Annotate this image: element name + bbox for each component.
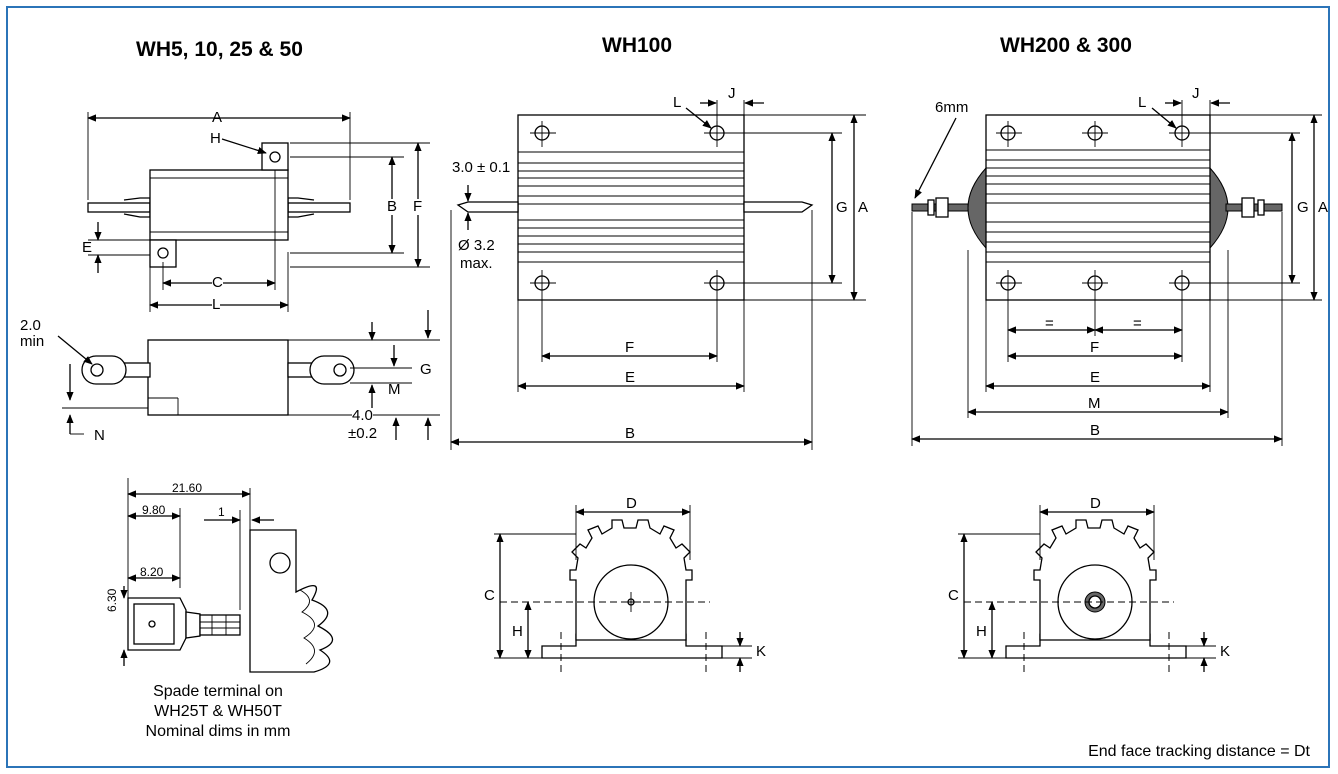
spade-dim-width: 8.20 — [140, 565, 164, 579]
label-e: E — [82, 239, 93, 256]
label-lead-diameter: Ø 3.2 — [458, 237, 495, 254]
label-c-wh100-end: C — [484, 587, 495, 604]
label-c: C — [212, 274, 223, 291]
label-d-wh100-end: D — [626, 495, 637, 512]
wh100-top-view — [450, 99, 866, 450]
label-m-wh200: M — [1088, 395, 1101, 412]
caption-spade-line1: Spade terminal on — [153, 683, 283, 700]
label-m-side: M — [388, 381, 401, 398]
label-h-wh200-end: H — [976, 623, 987, 640]
label-a-wh200: A — [1318, 199, 1329, 216]
label-n: N — [94, 427, 105, 444]
label-thickness-tol: ±0.2 — [348, 425, 378, 442]
label-e-wh200: E — [1090, 369, 1101, 386]
spade-dim-tab: 9.80 — [142, 503, 166, 517]
label-a-wh100: A — [858, 199, 869, 216]
label-f: F — [413, 198, 423, 215]
label-b-wh200: B — [1090, 422, 1101, 439]
label-e-wh100: E — [625, 369, 636, 386]
label-f-wh100: F — [625, 339, 635, 356]
label-lead-tolerance: 3.0 ± 0.1 — [452, 159, 511, 176]
label-h: H — [210, 130, 221, 147]
label-b-wh100: B — [625, 425, 636, 442]
label-a: A — [212, 109, 223, 126]
label-k-wh100-end: K — [756, 643, 767, 660]
wh200-end-view — [958, 505, 1216, 676]
spade-dim-gap: 1 — [218, 505, 225, 519]
title-wh100: WH100 — [602, 34, 673, 57]
label-k-wh200-end: K — [1220, 643, 1231, 660]
left-side-view — [57, 310, 440, 440]
label-6mm: 6mm — [935, 99, 969, 116]
caption-spade-line2: WH25T & WH50T — [154, 703, 282, 720]
label-g-wh100: G — [836, 199, 848, 216]
label-min-value: 2.0 — [20, 317, 41, 334]
spade-dim-overall: 21.60 — [172, 481, 203, 495]
label-g-side: G — [420, 361, 432, 378]
label-equal-right: = — [1133, 315, 1142, 332]
label-l-wh100: L — [673, 94, 682, 111]
label-d-wh200-end: D — [1090, 495, 1101, 512]
caption-spade-line3: Nominal dims in mm — [145, 723, 291, 740]
spade-dim-height: 6.30 — [105, 588, 119, 612]
label-g-wh200: G — [1297, 199, 1309, 216]
wh100-end-view — [494, 505, 752, 676]
label-f-wh200: F — [1090, 339, 1100, 356]
label-lead-max: max. — [460, 255, 493, 272]
label-equal-left: = — [1045, 315, 1054, 332]
label-h-wh100-end: H — [512, 623, 523, 640]
title-wh200-300: WH200 & 300 — [1000, 34, 1132, 57]
left-top-view — [87, 112, 430, 312]
label-min-text: min — [20, 333, 45, 350]
label-b: B — [387, 198, 398, 215]
label-j-wh200: J — [1192, 85, 1200, 102]
label-thickness-value: 4.0 — [352, 407, 373, 424]
label-l-wh200: L — [1138, 94, 1147, 111]
caption-tracking-distance: End face tracking distance = Dt — [1088, 743, 1310, 760]
label-j-wh100: J — [728, 85, 736, 102]
label-l: L — [212, 296, 221, 313]
wh200-top-view — [911, 99, 1322, 446]
label-c-wh200-end: C — [948, 587, 959, 604]
title-wh5-50: WH5, 10, 25 & 50 — [136, 38, 303, 61]
spade-terminal-drawing — [120, 478, 334, 673]
